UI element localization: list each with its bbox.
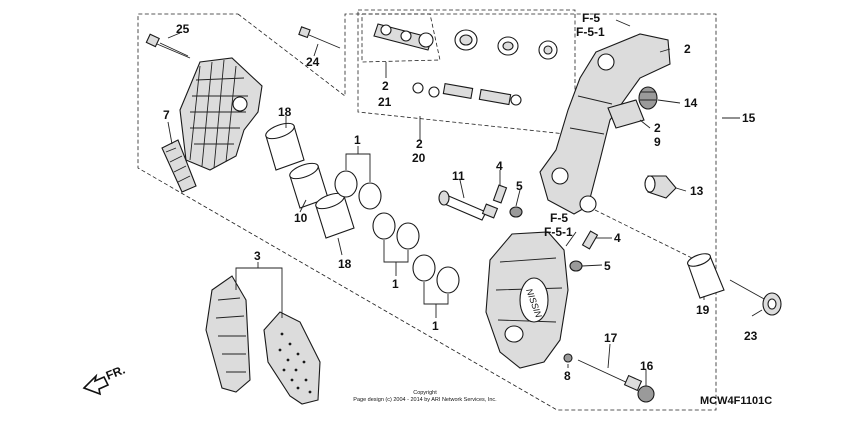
callout-3[interactable]: 3 xyxy=(254,249,261,263)
part-17-pin[interactable] xyxy=(577,359,643,392)
callout-2-lower-box[interactable]: 2 xyxy=(416,137,423,151)
copyright-line-1: Copyright xyxy=(413,390,437,396)
callout-8[interactable]: 8 xyxy=(564,369,571,383)
part-4-bleeder-lower[interactable] xyxy=(581,230,599,250)
part-14-boot[interactable] xyxy=(638,86,658,110)
callout-18-lower[interactable]: 18 xyxy=(338,257,352,271)
frame-ref-mid-f5[interactable]: F-5 xyxy=(550,211,568,225)
callout-24[interactable]: 24 xyxy=(306,55,320,69)
callout-9[interactable]: 9 xyxy=(654,135,661,149)
frame-references: F-5 F-5-1 F-5 F-5-1 xyxy=(544,11,605,239)
callout-7[interactable]: 7 xyxy=(163,108,170,122)
frame-ref-mid-f5-1[interactable]: F-5-1 xyxy=(544,225,573,239)
part-8-clip[interactable] xyxy=(563,353,573,363)
callout-2-clip[interactable]: 2 xyxy=(654,121,661,135)
callout-15[interactable]: 15 xyxy=(742,111,756,125)
part-24-bolt[interactable] xyxy=(298,26,341,49)
part-19-sleeve[interactable] xyxy=(686,251,725,299)
assembly-boundary xyxy=(137,13,717,411)
part-1-seal-set-upper[interactable] xyxy=(334,170,382,210)
leader-lines xyxy=(167,32,763,386)
part-20-pin-row[interactable] xyxy=(412,82,522,106)
callout-1-lower[interactable]: 1 xyxy=(432,319,439,333)
part-9-clip[interactable] xyxy=(607,99,645,129)
callout-23[interactable]: 23 xyxy=(744,329,758,343)
part-11-pin-bolt[interactable] xyxy=(438,190,499,221)
part-5-cap-upper[interactable] xyxy=(509,206,523,218)
diagram-code: MCW4F1101C xyxy=(700,395,772,407)
part-5-cap-lower[interactable] xyxy=(569,260,583,272)
leader-line-19 xyxy=(594,209,701,263)
part-20-boot-set[interactable] xyxy=(454,29,558,60)
frame-ref-top-f5-1[interactable]: F-5-1 xyxy=(576,25,605,39)
copyright-line-2: Page design (c) 2004 - 2014 by ARI Netwo… xyxy=(353,397,497,403)
part-25-bolt[interactable] xyxy=(145,33,191,59)
part-1-seal-set-lower[interactable] xyxy=(412,254,460,294)
part-1-seal-set-middle[interactable] xyxy=(372,212,420,250)
callout-1-upper[interactable]: 1 xyxy=(354,133,361,147)
callout-4-upper[interactable]: 4 xyxy=(496,159,503,173)
frame-ref-top-f5[interactable]: F-5 xyxy=(582,11,600,25)
callout-20[interactable]: 20 xyxy=(412,151,426,165)
part-3-brake-pad-left[interactable] xyxy=(205,275,251,393)
callout-16[interactable]: 16 xyxy=(640,359,654,373)
callout-1-middle[interactable]: 1 xyxy=(392,277,399,291)
callout-10[interactable]: 10 xyxy=(294,211,308,225)
callout-19[interactable]: 19 xyxy=(696,303,710,317)
direction-arrow-icon xyxy=(82,373,110,396)
callout-2-bracket[interactable]: 2 xyxy=(684,42,691,56)
callout-25[interactable]: 25 xyxy=(176,22,190,36)
callout-2-upper-box[interactable]: 2 xyxy=(382,79,389,93)
part-13-pin[interactable] xyxy=(644,175,677,199)
part-21-pin-set[interactable] xyxy=(373,23,434,51)
part-10-sleeve[interactable] xyxy=(288,160,329,209)
direction-label: FR. xyxy=(104,363,127,383)
part-23-bolt[interactable] xyxy=(729,279,782,316)
subassembly-boundary-21 xyxy=(361,13,441,63)
callout-11[interactable]: 11 xyxy=(452,169,465,183)
callout-17[interactable]: 17 xyxy=(604,331,618,345)
part-bracket-plate[interactable] xyxy=(179,57,263,171)
callout-13[interactable]: 13 xyxy=(690,184,704,198)
part-18-upper-sleeve[interactable] xyxy=(264,120,305,171)
part-caliper-body[interactable]: NISSIN xyxy=(485,231,569,369)
part-4-bleeder-upper[interactable] xyxy=(492,184,508,204)
frame-ref-arrows xyxy=(565,19,631,247)
front-direction-indicator: FR. xyxy=(82,363,127,396)
callout-18-upper[interactable]: 18 xyxy=(278,105,292,119)
part-3-brake-pad-right[interactable] xyxy=(263,311,321,405)
part-16-plug[interactable] xyxy=(637,385,655,403)
callout-14[interactable]: 14 xyxy=(684,96,698,110)
callout-21[interactable]: 21 xyxy=(378,95,392,109)
part-2-caliper-bracket[interactable] xyxy=(539,33,671,215)
callout-4-lower[interactable]: 4 xyxy=(614,231,621,245)
callout-labels: 25 24 7 18 18 10 1 1 1 3 2 21 2 20 2 14 … xyxy=(163,22,758,383)
part-7-pad-spring[interactable] xyxy=(161,139,197,193)
callout-5-lower[interactable]: 5 xyxy=(604,259,611,273)
callout-5-upper[interactable]: 5 xyxy=(516,179,523,193)
